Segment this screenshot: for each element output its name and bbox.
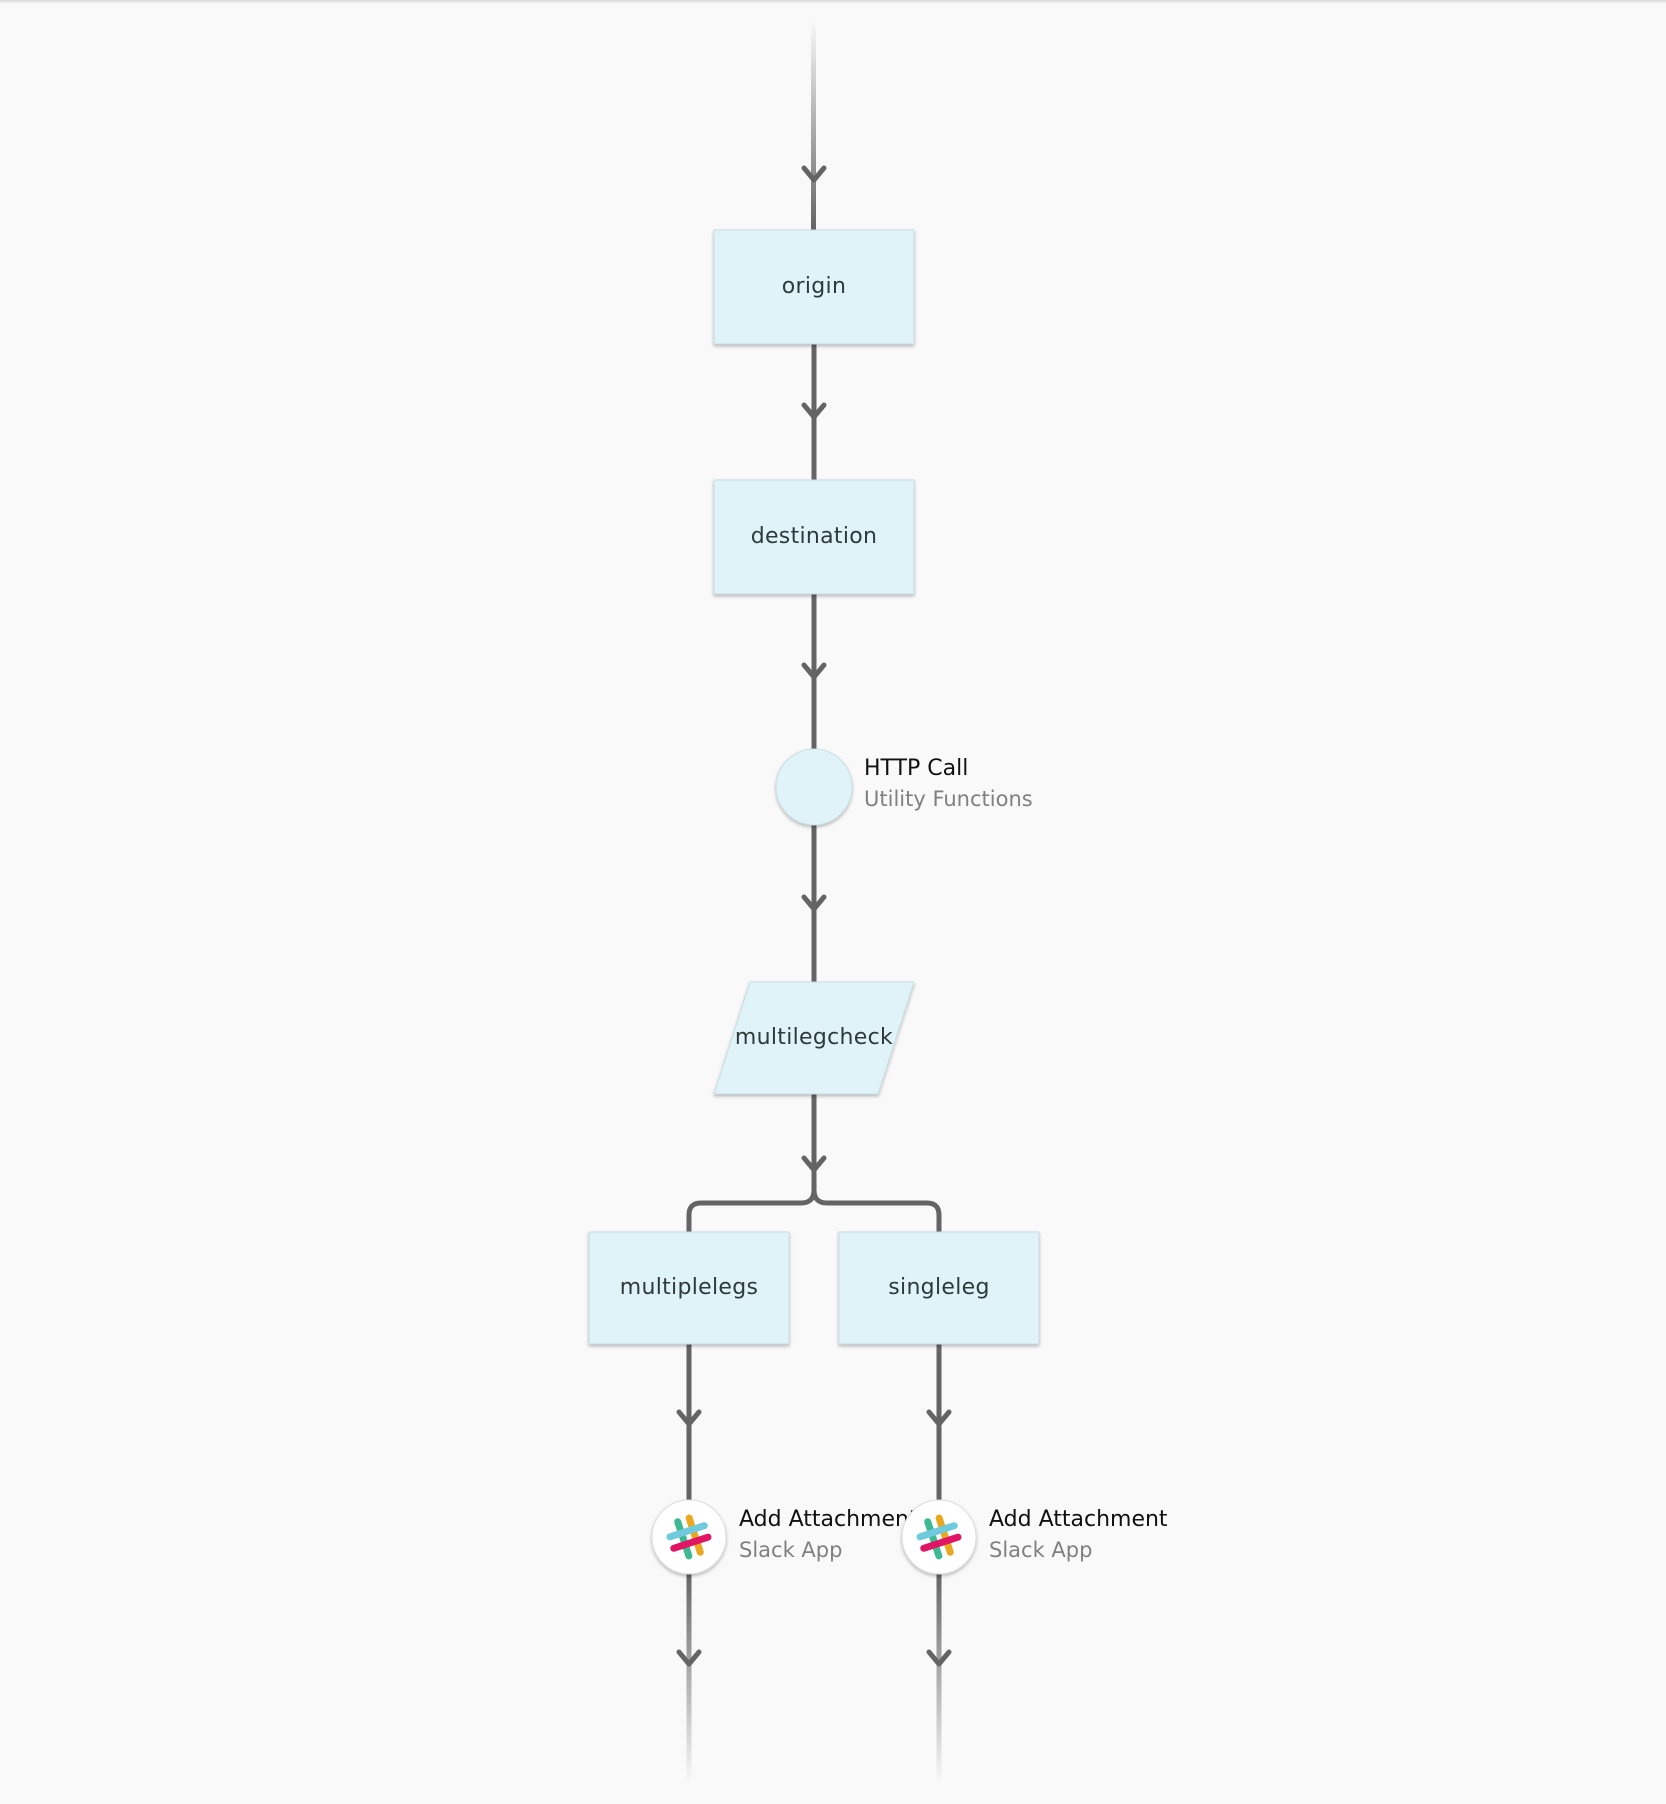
- node-slack-add-attachment-left[interactable]: Add Attachment Slack App: [651, 1499, 918, 1575]
- branch-split: [686, 1187, 817, 1235]
- node-destination-label: destination: [751, 524, 878, 549]
- node-slack-right-subtitle: Slack App: [989, 1538, 1092, 1562]
- connectors: [676, 20, 952, 1784]
- arrow-chevron-icon: [801, 894, 827, 912]
- outgoing-connector-right: [936, 1572, 942, 1784]
- slack-icon: [916, 1514, 962, 1560]
- node-origin[interactable]: origin: [713, 229, 915, 345]
- node-multilegcheck[interactable]: multilegcheck: [713, 981, 915, 1095]
- slack-icon: [666, 1514, 712, 1560]
- node-http-call-subtitle: Utility Functions: [864, 787, 1033, 811]
- node-multilegcheck-label: multilegcheck: [735, 1025, 893, 1050]
- arrow-chevron-icon: [676, 1649, 702, 1667]
- arrow-chevron-icon: [676, 1409, 702, 1427]
- node-destination[interactable]: destination: [713, 479, 915, 595]
- node-slack-add-attachment-right[interactable]: Add Attachment Slack App: [901, 1499, 1168, 1575]
- node-singleleg[interactable]: singleleg: [838, 1231, 1040, 1345]
- branch-split: [811, 1187, 942, 1235]
- node-slack-left-subtitle: Slack App: [739, 1538, 842, 1562]
- arrow-chevron-icon: [801, 165, 827, 183]
- arrow-chevron-icon: [801, 1155, 827, 1173]
- incoming-connector: [811, 20, 816, 230]
- circle-node-icon: [775, 748, 853, 826]
- node-multiplelegs[interactable]: multiplelegs: [588, 1231, 790, 1345]
- arrow-chevron-icon: [801, 402, 827, 420]
- node-origin-label: origin: [782, 274, 846, 299]
- node-multiplelegs-label: multiplelegs: [620, 1275, 759, 1300]
- node-slack-left-title: Add Attachment: [739, 1507, 918, 1532]
- node-slack-right-title: Add Attachment: [989, 1507, 1168, 1532]
- node-http-call-title: HTTP Call: [864, 756, 968, 781]
- arrow-chevron-icon: [926, 1409, 952, 1427]
- node-http-call[interactable]: HTTP Call Utility Functions: [775, 748, 1033, 826]
- arrow-chevron-icon: [801, 662, 827, 680]
- arrow-chevron-icon: [926, 1649, 952, 1667]
- outgoing-connector-left: [686, 1572, 692, 1784]
- top-edge-shadow: [0, 0, 1666, 4]
- node-singleleg-label: singleleg: [888, 1275, 989, 1300]
